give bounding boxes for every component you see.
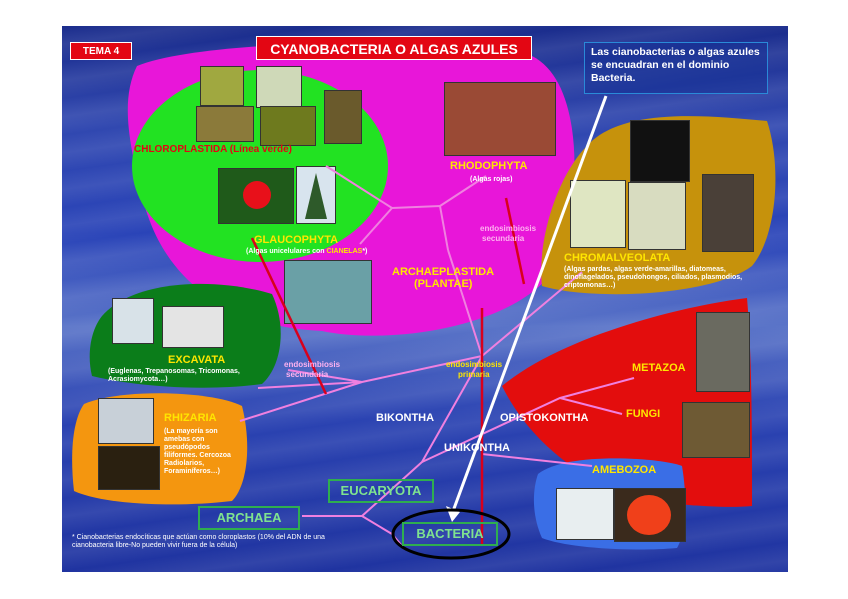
branch-chloro xyxy=(326,166,392,208)
chromalveolata-sub: (Algas pardas, algas verde-amarillas, di… xyxy=(564,266,754,290)
opistokontha-label: OPISTOKONTHA xyxy=(500,412,588,424)
metazoa-label: METAZOA xyxy=(632,362,686,374)
rhodophyta-label: RHODOPHYTA xyxy=(450,160,527,172)
branch-glauco xyxy=(360,208,392,244)
tema-badge: TEMA 4 xyxy=(70,42,132,60)
chloroplastida-label: CHLOROPLASTIDA (Línea verde) xyxy=(134,144,292,155)
bacteria-box: BACTERIA xyxy=(402,522,498,546)
endo-sec-1-label-a: endosimbiosis xyxy=(284,360,340,369)
excavata-sub: (Euglenas, Trepanosomas, Tricomonas, Acr… xyxy=(108,368,268,384)
amebozoa-label: AMEBOZOA xyxy=(592,464,656,476)
endo-sec-2-label-a: endosimbiosis xyxy=(480,224,536,233)
archaeplastida-label: ARCHAEPLASTIDA xyxy=(392,266,494,278)
unikontha-label: UNIKONTHA xyxy=(444,442,510,454)
endo-pri-label-b: primaria xyxy=(458,370,490,379)
rhizaria-sub: (La mayoría son amebas con pseudópodos f… xyxy=(164,428,236,476)
branch-archae-stem xyxy=(392,206,448,250)
plantae-label: (PLANTAE) xyxy=(414,278,472,290)
glaucophyta-label: GLAUCOPHYTA xyxy=(254,234,338,246)
fungi-label: FUNGI xyxy=(626,408,660,420)
bikontha-label: BIKONTHA xyxy=(376,412,434,424)
callout-text: Las cianobacterias o algas azules se enc… xyxy=(585,43,767,88)
chromalveolata-label: CHROMALVEOLATA xyxy=(564,252,670,264)
glaucophyta-sub-a: (Algas unicelulares con xyxy=(246,248,327,255)
eucaryota-box: EUCARYOTA xyxy=(328,479,434,503)
callout-box: Las cianobacterias o algas azules se enc… xyxy=(584,42,768,94)
cianelas-word: CIANELAS xyxy=(327,248,363,255)
archaea-box: ARCHAEA xyxy=(198,506,300,530)
glaucophyta-sub: (Algas unicelulares con CIANELAS*) xyxy=(246,248,367,255)
branch-amebozoa xyxy=(482,454,592,466)
slide: TEMA 4 CYANOBACTERIA O ALGAS AZULES Las … xyxy=(62,26,788,572)
glaucophyta-sub-c: *) xyxy=(362,248,367,255)
endo-sec-1-label-b: secundaria xyxy=(286,370,328,379)
main-title: CYANOBACTERIA O ALGAS AZULES xyxy=(256,36,532,60)
rhodophyta-sub: (Algas rojas) xyxy=(470,176,512,183)
excavata-label: EXCAVATA xyxy=(168,354,225,366)
endo-sec-2-label-b: secundaria xyxy=(482,234,524,243)
footnote: * Cianobacterias endocíticas que actúan … xyxy=(72,534,368,550)
rhizaria-label: RHIZARIA xyxy=(164,412,217,424)
endo-pri-label-a: endosimbiosis xyxy=(446,360,502,369)
